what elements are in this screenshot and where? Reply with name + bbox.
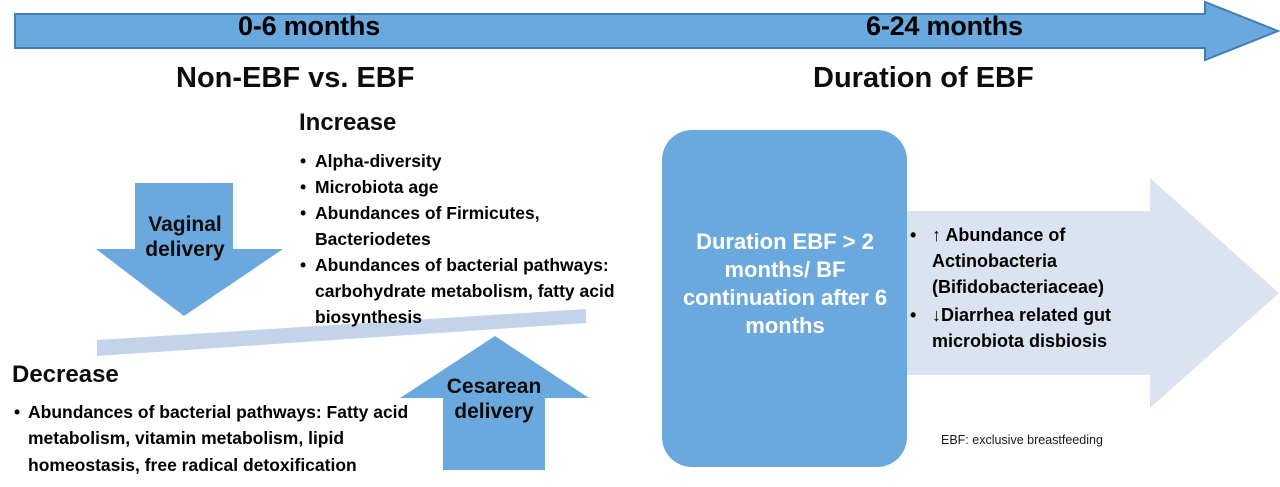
decrease-list: Abundances of bacterial pathways: Fatty … (14, 399, 414, 478)
list-item: ↑ Abundance of Actinobacteria (Bifidobac… (908, 222, 1170, 300)
vaginal-delivery-label: Vaginal delivery (145, 213, 225, 261)
increase-list: Alpha-diversity Microbiota age Abundance… (300, 148, 636, 330)
list-item: Abundances of bacterial pathways: Fatty … (14, 399, 414, 478)
left-panel-title: Non-EBF vs. EBF (176, 62, 415, 94)
list-item: Abundances of Firmicutes, Bacteriodetes (300, 200, 636, 252)
list-item: Alpha-diversity (300, 148, 636, 174)
up-arrow-icon (400, 336, 589, 470)
timeline-label-left: 0-6 months (238, 11, 381, 41)
list-item: Abundances of bacterial pathways: carboh… (300, 252, 636, 330)
footnote-abbreviation: EBF: exclusive breastfeeding (941, 433, 1103, 447)
increase-heading: Increase (299, 109, 397, 136)
timeline-label-right: 6-24 months (866, 11, 1023, 41)
cesarean-delivery-label: Cesarean delivery (446, 375, 542, 423)
duration-ebf-box (662, 130, 907, 467)
list-item: Microbiota age (300, 174, 636, 200)
right-panel-title: Duration of EBF (813, 62, 1034, 94)
decrease-heading: Decrease (12, 361, 119, 388)
timeline-banner (14, 0, 1280, 62)
down-arrow-icon (96, 183, 283, 316)
right-arrow-icon (14, 0, 1280, 62)
list-item: ↓Diarrhea related gut microbiota disbios… (908, 302, 1170, 354)
ebf-outcomes-list: ↑ Abundance of Actinobacteria (Bifidobac… (908, 222, 1170, 356)
duration-ebf-box-label: Duration EBF > 2 months/ BF continuation… (682, 229, 888, 338)
